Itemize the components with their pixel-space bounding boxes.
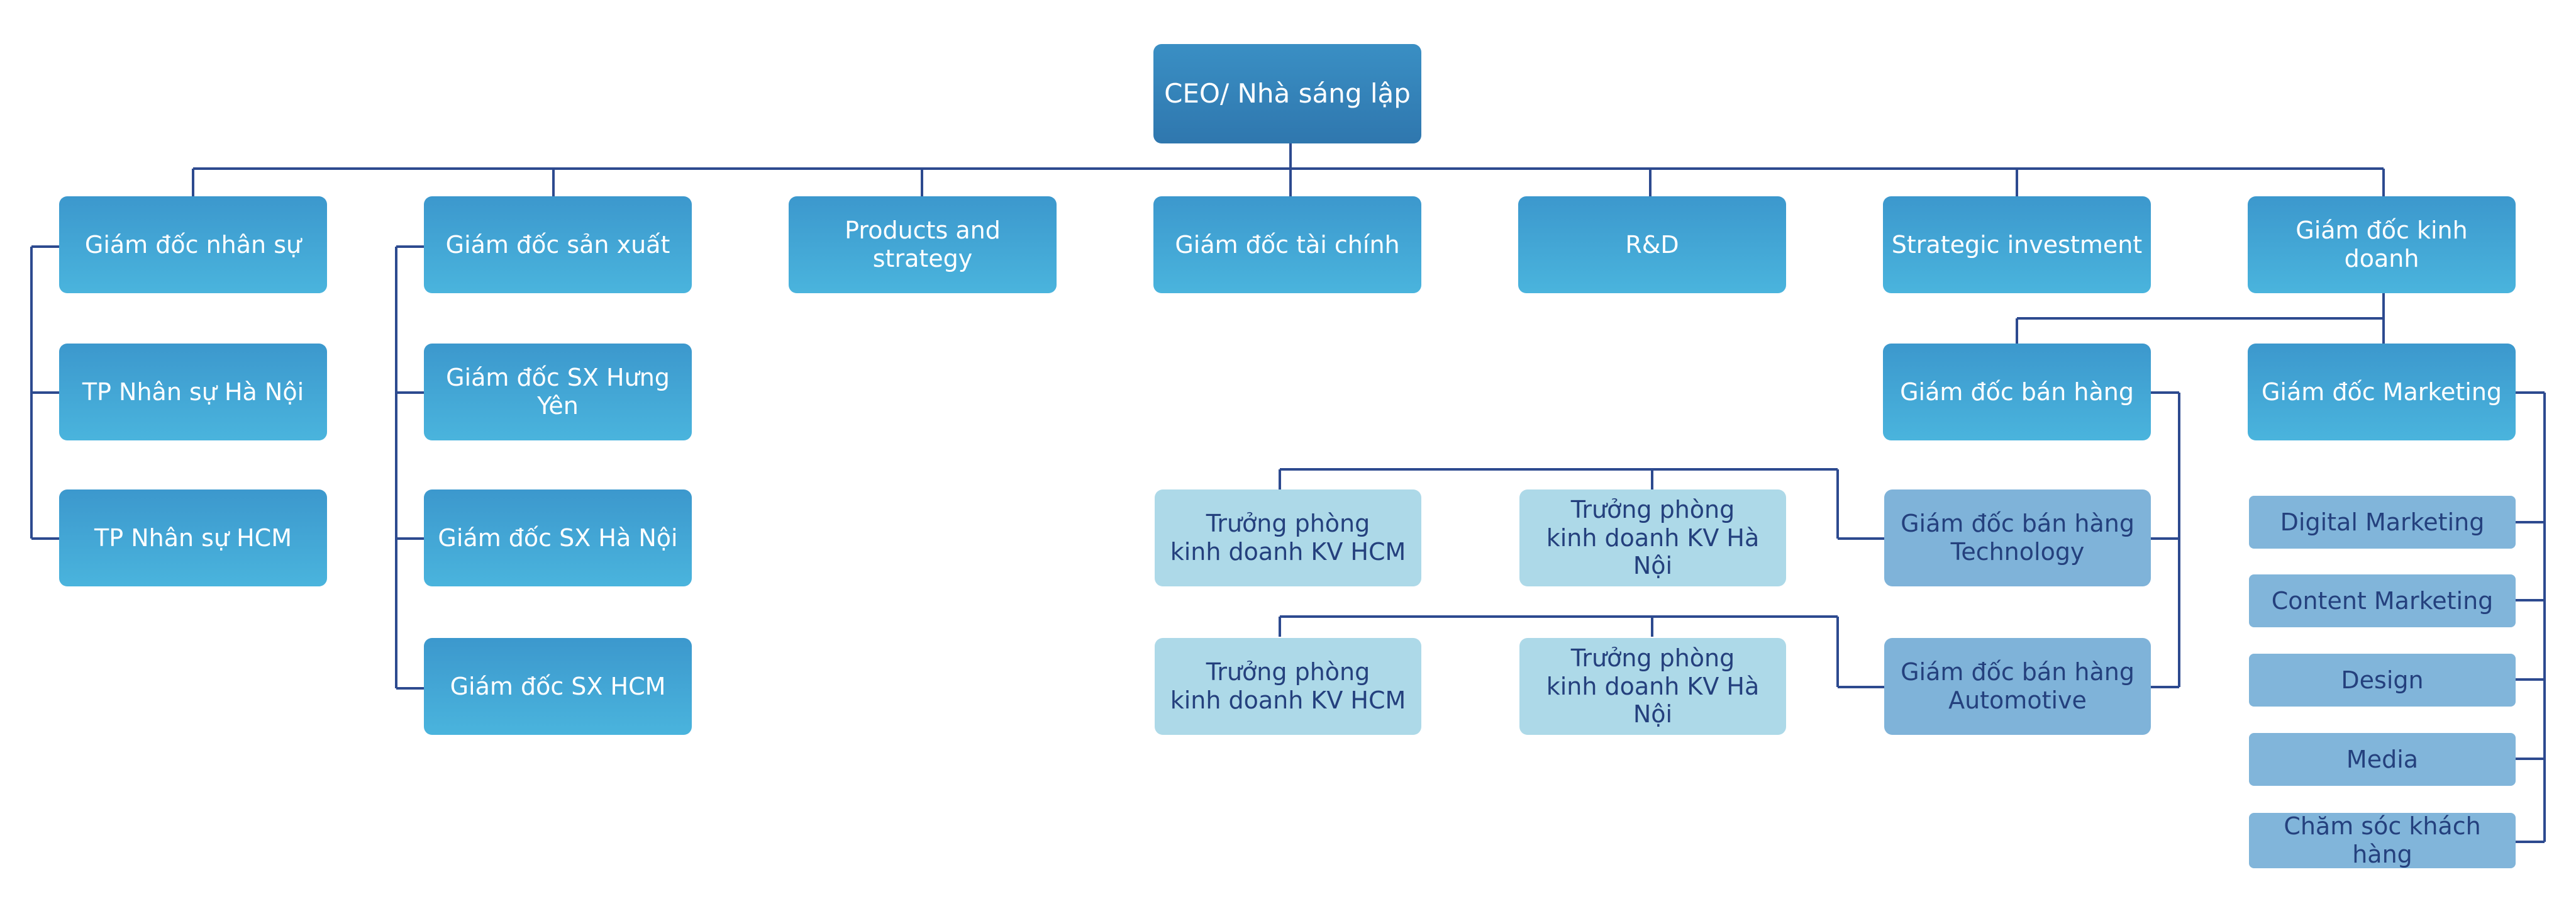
marketing-customer-care-label: Chăm sóc khách hàng (2284, 812, 2481, 868)
marketing-digital-label: Digital Marketing (2280, 508, 2485, 536)
marketing-director-node: Giám đốc Marketing (2248, 344, 2516, 440)
business-director-node: Giám đốc kinh doanh (2248, 196, 2516, 293)
ceo-label: CEO/ Nhà sáng lập (1164, 78, 1411, 109)
marketing-media-label: Media (2346, 745, 2419, 773)
marketing-customer-care-node: Chăm sóc khách hàng (2249, 812, 2516, 868)
sales-director-node: Giám đốc bán hàng (1883, 344, 2151, 440)
hr-director-label: Giám đốc nhân sự (84, 230, 302, 259)
hr-hanoi-node: TP Nhân sự Hà Nội (59, 344, 327, 440)
auto-office-hcm-label: Trưởng phòng kinh doanh KV HCM (1170, 658, 1406, 714)
strategic-investment-label: Strategic investment (1891, 230, 2143, 259)
hr-hcm-node: TP Nhân sự HCM (59, 489, 327, 586)
marketing-content-node: Content Marketing (2249, 574, 2516, 627)
sales-technology-node: Giám đốc bán hàng Technology (1884, 489, 2151, 586)
production-hungyen-label: Giám đốc SX Hưng Yên (446, 364, 670, 420)
marketing-media-node: Media (2249, 733, 2516, 786)
products-strategy-label: Products and strategy (845, 216, 1001, 272)
production-hcm-node: Giám đốc SX HCM (424, 638, 692, 735)
auto-office-hanoi-node: Trưởng phòng kinh doanh KV Hà Nội (1519, 638, 1786, 735)
sales-automotive-node: Giám đốc bán hàng Automotive (1884, 638, 2151, 735)
hr-hanoi-label: TP Nhân sự Hà Nội (82, 378, 304, 406)
finance-director-label: Giám đốc tài chính (1175, 230, 1400, 259)
tech-office-hcm-node: Trưởng phòng kinh doanh KV HCM (1155, 489, 1421, 586)
marketing-design-node: Design (2249, 654, 2516, 707)
hr-director-node: Giám đốc nhân sự (59, 196, 327, 293)
marketing-content-label: Content Marketing (2271, 586, 2494, 615)
production-hcm-label: Giám đốc SX HCM (450, 672, 666, 700)
production-director-node: Giám đốc sản xuất (424, 196, 692, 293)
finance-director-node: Giám đốc tài chính (1153, 196, 1421, 293)
tech-office-hanoi-label: Trưởng phòng kinh doanh KV Hà Nội (1546, 495, 1760, 580)
sales-automotive-label: Giám đốc bán hàng Automotive (1901, 658, 2135, 714)
marketing-design-label: Design (2341, 666, 2424, 694)
auto-office-hcm-node: Trưởng phòng kinh doanh KV HCM (1155, 638, 1421, 735)
auto-office-hanoi-label: Trưởng phòng kinh doanh KV Hà Nội (1546, 644, 1760, 729)
production-hungyen-node: Giám đốc SX Hưng Yên (424, 344, 692, 440)
tech-office-hcm-label: Trưởng phòng kinh doanh KV HCM (1170, 510, 1406, 566)
production-hanoi-label: Giám đốc SX Hà Nội (438, 523, 678, 552)
marketing-director-label: Giám đốc Marketing (2261, 378, 2502, 406)
business-director-label: Giám đốc kinh doanh (2296, 216, 2468, 272)
rnd-label: R&D (1625, 230, 1679, 259)
hr-hcm-label: TP Nhân sự HCM (94, 523, 292, 552)
ceo-node: CEO/ Nhà sáng lập (1153, 44, 1421, 143)
production-director-label: Giám đốc sản xuất (445, 230, 670, 259)
strategic-investment-node: Strategic investment (1883, 196, 2151, 293)
marketing-digital-node: Digital Marketing (2249, 496, 2516, 549)
sales-director-label: Giám đốc bán hàng (1900, 378, 2134, 406)
sales-technology-label: Giám đốc bán hàng Technology (1901, 510, 2135, 566)
products-strategy-node: Products and strategy (789, 196, 1057, 293)
rnd-node: R&D (1518, 196, 1786, 293)
tech-office-hanoi-node: Trưởng phòng kinh doanh KV Hà Nội (1519, 489, 1786, 586)
production-hanoi-node: Giám đốc SX Hà Nội (424, 489, 692, 586)
